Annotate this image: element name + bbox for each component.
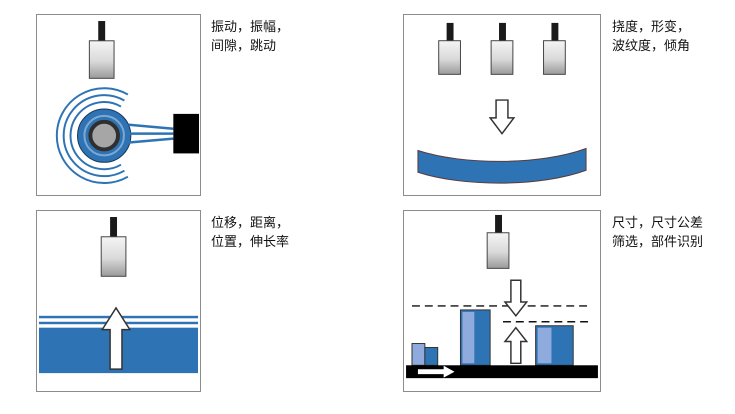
caption-line: 波纹度，倾角	[612, 38, 691, 53]
caption-line: 振动，振幅，	[211, 19, 290, 34]
caption-dimension: 尺寸，尺寸公差 筛选，部件识别	[612, 213, 732, 251]
displacement-diagram	[38, 217, 199, 374]
sensor-icon	[486, 214, 510, 269]
sensor-icon	[438, 22, 461, 75]
bent-beam-icon	[417, 147, 587, 184]
arrow-up-icon	[503, 326, 529, 365]
panel-deflection	[403, 14, 601, 196]
vibration-arcs-icon	[55, 87, 129, 184]
arrow-down-icon	[503, 279, 529, 318]
shaft-circle-icon	[77, 108, 132, 163]
vibration-diagram	[55, 21, 200, 184]
sensor-icon	[100, 217, 127, 277]
clamp-block-icon	[173, 113, 200, 154]
deflection-diagram	[417, 22, 587, 184]
sensor-icon	[490, 22, 514, 75]
arrow-down-icon	[488, 99, 516, 135]
dimension-diagram	[406, 214, 598, 379]
panel-dimension	[403, 210, 601, 392]
caption-deflection: 挠度，形变， 波纹度，倾角	[612, 17, 732, 55]
panel-vibration	[36, 14, 201, 196]
sensor-icon	[543, 22, 566, 75]
caption-line: 挠度，形变，	[612, 19, 691, 34]
belt-arrow-right-icon	[417, 365, 455, 378]
beam-to-block	[128, 123, 174, 144]
arrow-up-icon	[100, 306, 132, 370]
conveyor-belt-icon	[406, 365, 598, 379]
parts-blocks-icon	[411, 309, 574, 366]
panel-displacement	[36, 210, 201, 392]
caption-line: 筛选，部件识别	[612, 234, 704, 249]
caption-line: 间隙，跳动	[211, 38, 277, 53]
caption-line: 位移，距离，	[211, 215, 290, 230]
sensor-icon	[88, 21, 115, 79]
caption-displacement: 位移，距离， 位置，伸长率	[211, 213, 331, 251]
caption-line: 尺寸，尺寸公差	[612, 215, 704, 230]
caption-line: 位置，伸长率	[211, 234, 290, 249]
caption-vibration: 振动，振幅， 间隙，跳动	[211, 17, 331, 55]
tolerance-dashes-icon	[412, 305, 592, 323]
